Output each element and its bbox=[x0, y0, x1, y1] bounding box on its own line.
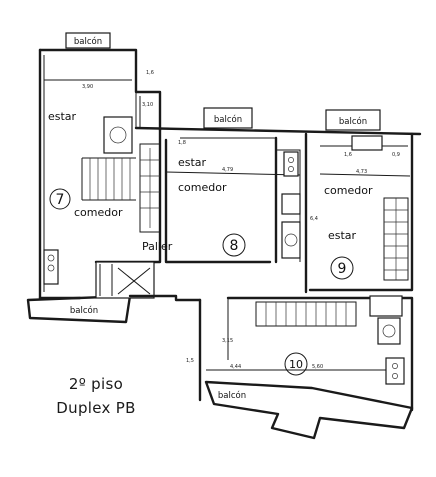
dimension-text: 5,60 bbox=[312, 364, 323, 370]
unit-7-stair bbox=[81, 157, 136, 201]
balcony-left-label: balcón bbox=[70, 305, 98, 316]
room-label-unit9-comedor: comedor bbox=[324, 184, 373, 197]
unit-number-9: 9 bbox=[330, 256, 354, 280]
dimension-text: 1,8 bbox=[178, 140, 186, 146]
room-label-unit7-comedor: comedor bbox=[74, 206, 123, 219]
unit-number-8-text: 8 bbox=[230, 238, 239, 254]
floor-label: 2º piso bbox=[68, 375, 124, 393]
dimension-text: 3,15 bbox=[222, 338, 233, 344]
room-label-unit8-estar: estar bbox=[178, 156, 207, 169]
unit-10-walls bbox=[198, 295, 414, 412]
dimension-text: 4,79 bbox=[222, 167, 233, 173]
unit-8-walls bbox=[164, 136, 301, 264]
balcony-unit-8: balcón bbox=[203, 107, 253, 129]
dimension-text: 1,5 bbox=[186, 358, 194, 364]
dimension-text: 1,6 bbox=[344, 152, 352, 158]
core-walls bbox=[94, 126, 422, 302]
dimension-text: 0,9 bbox=[392, 152, 400, 158]
unit-9-walls bbox=[304, 132, 414, 294]
unit-number-7-text: 7 bbox=[56, 192, 65, 208]
balcony-top-left-label: balcón bbox=[74, 36, 102, 47]
unit-number-9-text: 9 bbox=[338, 261, 347, 277]
unit-7-kitchen bbox=[43, 116, 133, 285]
unit-number-10: 10 bbox=[284, 352, 308, 376]
dimension-text: 4,73 bbox=[356, 169, 367, 175]
unit-number-7: 7 bbox=[49, 188, 71, 210]
dimension-text: 6,4 bbox=[310, 216, 318, 222]
dimension-text: 4,44 bbox=[230, 364, 241, 370]
unit-number-8: 8 bbox=[222, 233, 246, 257]
balcony-bottom: balcón bbox=[204, 380, 414, 440]
room-label-unit7-estar: estar bbox=[48, 110, 77, 123]
room-label-unit9-estar: estar bbox=[328, 229, 357, 242]
balcony-bottom-label: balcón bbox=[218, 390, 246, 401]
balcony-left: balcón bbox=[26, 294, 132, 324]
dimension-text: 3,90 bbox=[82, 84, 93, 90]
balcony-top-left: balcón bbox=[65, 32, 111, 49]
room-label-paller: Paller bbox=[142, 240, 173, 253]
unit-7-walls bbox=[38, 48, 162, 300]
dimension-text: 3,10 bbox=[142, 102, 153, 108]
balcony-unit-9: balcón bbox=[325, 109, 381, 131]
balcony-unit-8-label: balcón bbox=[214, 114, 242, 125]
plan-subtitle: Duplex PB bbox=[56, 399, 136, 417]
room-label-unit8-comedor: comedor bbox=[178, 181, 227, 194]
balcony-unit-9-label: balcón bbox=[339, 116, 367, 127]
dimension-text: 1,6 bbox=[146, 70, 154, 76]
unit-number-10-text: 10 bbox=[289, 358, 303, 371]
